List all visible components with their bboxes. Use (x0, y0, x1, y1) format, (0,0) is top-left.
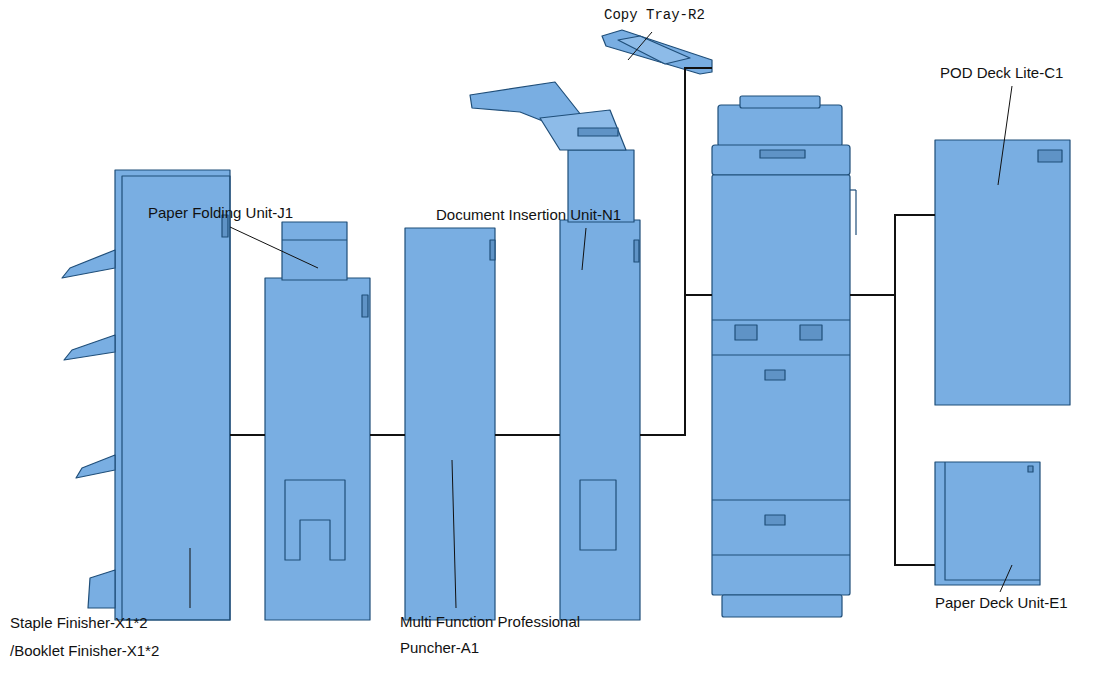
part-name: POD Deck Lite-C1 (940, 60, 1063, 86)
part-name: Copy Tray-R2 (604, 2, 705, 28)
part-name: Document Insertion Unit-N1 (436, 202, 621, 228)
leader-lines (190, 32, 1012, 608)
part-name: Paper Folding Unit-J1 (148, 200, 293, 226)
finisher (62, 170, 230, 620)
part-name: Staple Finisher-X1*2 (10, 610, 148, 636)
main-unit (712, 96, 856, 617)
connection-lines (230, 68, 935, 565)
part-name: Paper Deck Unit-E1 (935, 590, 1068, 616)
pod-deck (935, 140, 1070, 405)
paper-deck (935, 462, 1040, 585)
part-name: /Booklet Finisher-X1*2 (10, 638, 159, 664)
puncher (405, 228, 495, 620)
part-name: Multi Function Professional Puncher-A1 (400, 609, 600, 661)
paper-folding-unit (265, 222, 370, 620)
